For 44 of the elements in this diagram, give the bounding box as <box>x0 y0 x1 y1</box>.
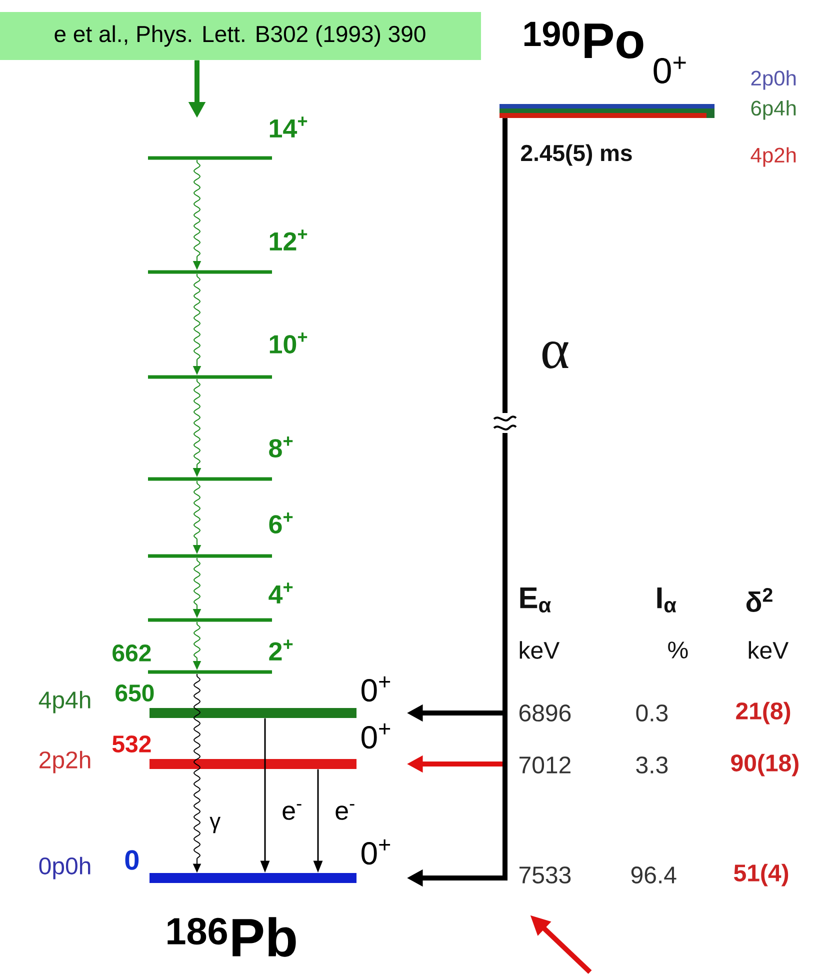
table-cell: 21(8) <box>736 702 790 724</box>
column-header: E$_{α}$ <box>520 588 551 612</box>
reference-box: e et al., Phys. Lett. B302 (1993) 390 <box>0 12 481 60</box>
configuration-label: 6p4h <box>751 100 796 120</box>
column-header: keV <box>748 641 789 659</box>
configuration-label: 2p2h <box>40 750 90 774</box>
half-life-label: 2.45(5) ms <box>521 144 632 166</box>
table-cell: 51(4) <box>734 864 788 886</box>
configuration-label: 2p0h <box>751 70 796 90</box>
edge-label: e$^{-}$ <box>333 802 358 822</box>
spin-label: 2$^{+}$ <box>269 640 293 660</box>
spin-label: 12$^{+}$ <box>270 230 308 250</box>
column-header: % <box>668 642 688 658</box>
column-header: δ$^{2}$ <box>746 588 772 612</box>
alpha-symbol: α <box>542 342 568 368</box>
configuration-label: 0p0h <box>39 856 90 880</box>
table-cell: 90(18) <box>731 754 798 776</box>
table-cell: 96.4 <box>631 866 676 884</box>
spin-label: 0$^{+}$ <box>362 676 390 702</box>
table-cell: 6896 <box>519 704 571 722</box>
spin-label: 0$^{+}$ <box>654 56 686 84</box>
spin-label: 10$^{+}$ <box>270 332 308 354</box>
nucleus-label: $^{186}$Pb <box>168 917 296 957</box>
spin-label: 0$^{+}$ <box>362 839 390 865</box>
nucleus-label: $^{190}$Po <box>524 22 644 58</box>
energy-label: 532 <box>112 735 151 753</box>
configuration-label: 4p4h <box>38 690 90 714</box>
spin-label: 4$^{+}$ <box>268 582 293 604</box>
table-cell: 0.3 <box>636 704 668 722</box>
table-cell: 7012 <box>520 756 570 774</box>
column-header: I$_{α}$ <box>657 588 676 612</box>
table-cell: 3.3 <box>636 756 668 774</box>
table-cell: 7533 <box>520 866 571 884</box>
spin-label: 14$^{+}$ <box>270 116 308 138</box>
configuration-label: 4p2h <box>750 147 796 167</box>
energy-label: 662 <box>112 644 151 662</box>
edge-label: e$^{-}$ <box>280 802 304 822</box>
energy-label: 0 <box>125 850 139 870</box>
edge-label: γ <box>208 816 222 834</box>
spin-label: 0$^{+}$ <box>362 723 390 749</box>
column-header: keV <box>520 641 560 659</box>
spin-label: 6$^{+}$ <box>269 512 293 534</box>
energy-label: 650 <box>116 684 154 702</box>
spin-label: 8$^{+}$ <box>269 436 293 458</box>
